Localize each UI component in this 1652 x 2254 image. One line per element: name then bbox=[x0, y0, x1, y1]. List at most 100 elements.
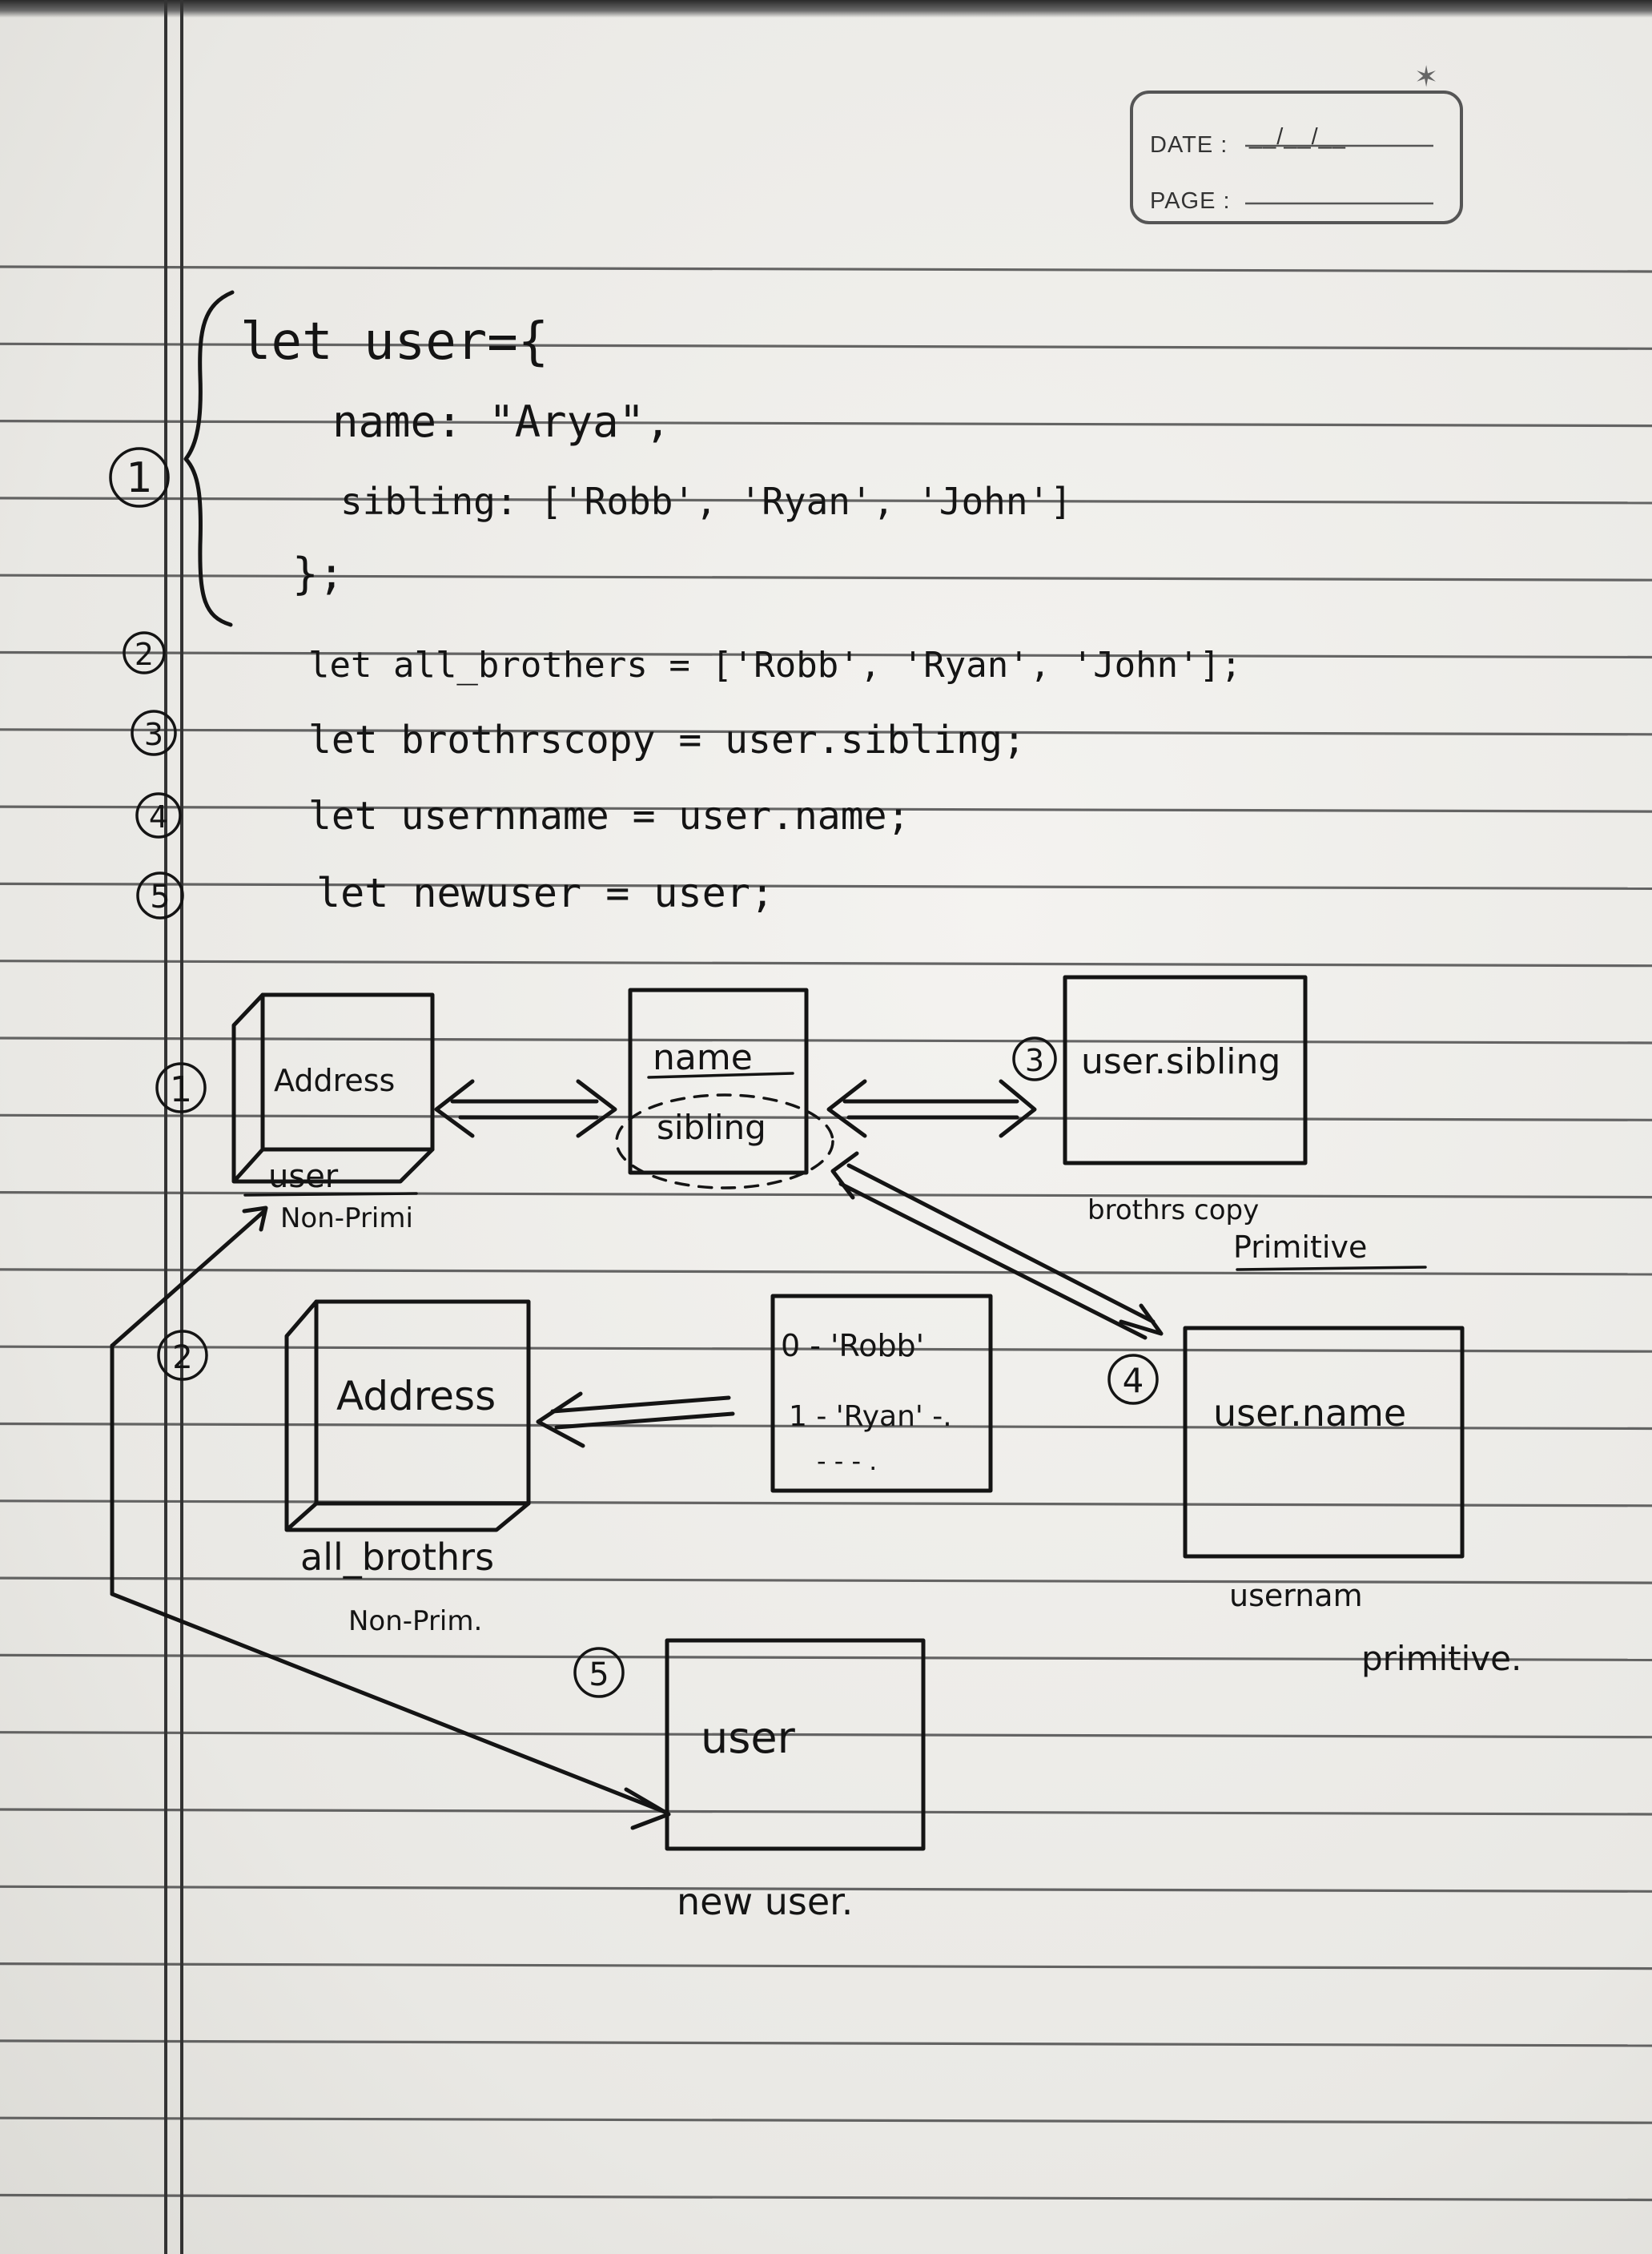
box1-front bbox=[260, 992, 435, 1152]
ruled-line bbox=[0, 1268, 1652, 1276]
date-page-stamp: ✶ DATE : __/__/__ PAGE : bbox=[1130, 61, 1463, 224]
marker-4: 4 bbox=[149, 799, 168, 835]
marker-5: 5 bbox=[150, 879, 170, 916]
box1-marker: 1 bbox=[170, 1069, 192, 1110]
box1-type-note: Non-Primi bbox=[280, 1202, 413, 1234]
box3-inner-label: user.sibling bbox=[1081, 1041, 1280, 1082]
marker-circle-2 bbox=[123, 631, 166, 674]
page-top-edge bbox=[0, 0, 1652, 18]
stamp-frame bbox=[1130, 91, 1463, 224]
marker-2: 2 bbox=[135, 637, 154, 672]
ruled-line bbox=[0, 2039, 1652, 2047]
array-row-more: - - - . bbox=[817, 1446, 877, 1476]
ruled-line bbox=[0, 960, 1652, 968]
box5-inner-label: user bbox=[701, 1713, 796, 1763]
object-field-sibling: sibling bbox=[657, 1108, 766, 1147]
array-box: 0 - 'Robb' 1 - 'Ryan' -. - - - . bbox=[770, 1294, 993, 1493]
box1-inner-label: Address bbox=[274, 1063, 395, 1098]
ruled-line bbox=[0, 1576, 1652, 1584]
ruled-line bbox=[0, 2116, 1652, 2124]
marker-circle-5 bbox=[136, 871, 184, 920]
ruled-line bbox=[0, 342, 1652, 350]
box-1-address: 1 Address user Non-Primi bbox=[155, 992, 435, 1234]
box2-below-label: all_brothrs bbox=[300, 1536, 494, 1579]
ruled-line bbox=[0, 2193, 1652, 2202]
marker-3: 3 bbox=[144, 717, 163, 752]
box2-marker-circle bbox=[157, 1330, 208, 1381]
box4-frame bbox=[1183, 1326, 1465, 1559]
ruled-line bbox=[0, 1036, 1652, 1044]
ruled-line bbox=[0, 574, 1652, 582]
curly-brace bbox=[183, 290, 235, 627]
box3-marker-circle bbox=[1012, 1036, 1057, 1081]
code-markers: 1 2 3 4 5 bbox=[109, 447, 184, 920]
box-2-address: 2 Address all_brothrs Non-Prim. bbox=[157, 1299, 531, 1637]
array-box-frame bbox=[770, 1294, 993, 1493]
object-box-frame bbox=[628, 988, 809, 1175]
marker-circle-1 bbox=[109, 447, 170, 508]
box1-underline bbox=[243, 1192, 418, 1197]
box3-marker: 3 bbox=[1025, 1043, 1044, 1078]
box2-inner-label: Address bbox=[336, 1373, 496, 1419]
ruled-line bbox=[0, 419, 1652, 428]
code-line-4: }; bbox=[292, 549, 344, 599]
marker-circle-4 bbox=[135, 792, 182, 839]
arrow-box1-object bbox=[434, 1079, 617, 1138]
box4-marker-circle bbox=[1107, 1354, 1159, 1405]
ruled-line bbox=[0, 805, 1652, 813]
box3-below-label: brothrs copy bbox=[1087, 1194, 1259, 1226]
ruled-line bbox=[0, 1422, 1652, 1431]
ruled-line bbox=[0, 728, 1652, 736]
code-line-8: let newuser = user; bbox=[316, 870, 774, 916]
box2-type-note: Non-Prim. bbox=[348, 1605, 482, 1637]
ruled-line bbox=[0, 1808, 1652, 1816]
box3-frame bbox=[1063, 975, 1308, 1165]
ruled-line bbox=[0, 265, 1652, 273]
box2-depth bbox=[284, 1299, 531, 1532]
box4-marker: 4 bbox=[1123, 1361, 1144, 1400]
box1-below-label: user bbox=[268, 1158, 339, 1195]
ruled-line bbox=[0, 1345, 1652, 1353]
box4-type-note: primitive. bbox=[1361, 1639, 1521, 1678]
box5-marker-circle bbox=[573, 1647, 625, 1698]
box4-inner-label: user.name bbox=[1213, 1391, 1406, 1435]
code-line-1: let user={ bbox=[240, 312, 549, 372]
star-icon: ✶ bbox=[1414, 61, 1438, 93]
array-row-0: 0 - 'Robb' bbox=[781, 1328, 924, 1363]
code-line-3: sibling: ['Robb', 'Ryan', 'John'] bbox=[340, 480, 1072, 523]
code-line-5: let all_brothers = ['Robb', 'Ryan', 'Joh… bbox=[308, 645, 1242, 686]
ruled-line bbox=[0, 1885, 1652, 1893]
page-label: PAGE : bbox=[1150, 188, 1231, 214]
box-4-user-name: 4 user.name usernam primitive. bbox=[1107, 1326, 1521, 1678]
box-3-user-sibling: 3 user.sibling brothrs copy Primitive bbox=[1012, 975, 1427, 1271]
object-box: name sibling bbox=[615, 988, 834, 1189]
ruled-line bbox=[0, 1653, 1652, 1661]
box3-type-note: Primitive bbox=[1233, 1230, 1367, 1265]
sibling-dashed-outline bbox=[615, 1093, 834, 1189]
reference-connector bbox=[110, 1205, 671, 1830]
ruled-line bbox=[0, 1499, 1652, 1507]
box1-depth bbox=[231, 992, 435, 1184]
arrow-object-box3 bbox=[826, 1079, 1037, 1138]
code-lines: let user={ name: "Arya", sibling: ['Robb… bbox=[240, 312, 1242, 916]
box5-frame bbox=[665, 1638, 926, 1851]
ruled-line bbox=[0, 882, 1652, 891]
ruled-line bbox=[0, 1731, 1652, 1739]
code-line-6: let brothrscopy = user.sibling; bbox=[308, 718, 1026, 763]
box2-marker: 2 bbox=[172, 1339, 192, 1376]
box-5-user: 5 user new user. bbox=[573, 1638, 926, 1923]
object-field-name: name bbox=[653, 1037, 753, 1078]
box5-below-label: new user. bbox=[677, 1880, 853, 1923]
code-line-7: let usernname = user.name; bbox=[308, 794, 910, 839]
box5-marker: 5 bbox=[589, 1656, 609, 1693]
ruled-line bbox=[0, 650, 1652, 659]
ruled-line bbox=[0, 497, 1652, 505]
ruled-line bbox=[0, 1190, 1652, 1199]
box2-front bbox=[314, 1299, 531, 1506]
ruled-line bbox=[0, 1113, 1652, 1121]
marker-1: 1 bbox=[126, 454, 152, 502]
array-row-1: 1 - 'Ryan' -. bbox=[789, 1400, 952, 1433]
code-line-2: name: "Arya", bbox=[332, 396, 671, 447]
